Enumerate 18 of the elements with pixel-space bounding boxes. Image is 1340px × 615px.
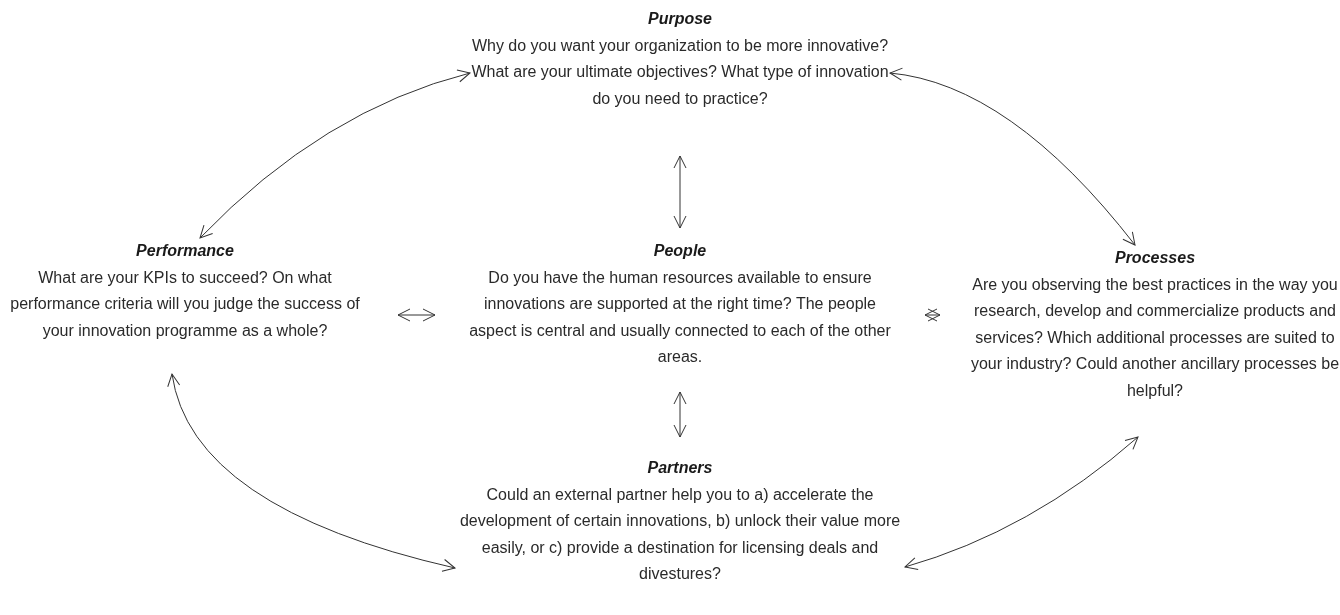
double-arrow: [924, 308, 941, 322]
heading: Processes: [1114, 248, 1196, 268]
question-text: Are you observing the best practices in the way you research, develop and commercialize products and services? Which additional processes are suited to your industry? Could another ancillary processes be helpful?: [970, 274, 1340, 401]
question-text: Do you have the human resources available to ensure innovations are supported at the right time? The people aspect is central and usually connected to each of the other areas.: [468, 267, 892, 367]
double-arrow: [673, 391, 687, 438]
question-text: Why do you want your organization to be more innovative? What are your ultimate objectives? What type of innovation do you need to practice?: [470, 35, 890, 109]
heading: Performance: [136, 241, 234, 261]
double-arrow: [904, 436, 1139, 570]
question-text: Could an external partner help you to a) accelerate the development of certain innovations, b) unlock their value more easily, or c) provide a destination for licensing deals and divestures?: [458, 484, 902, 584]
heading: Partners: [647, 458, 713, 478]
double-arrow: [199, 69, 471, 239]
double-arrow: [168, 373, 456, 572]
double-arrow: [673, 155, 687, 229]
heading: Purpose: [648, 9, 712, 29]
heading: People: [653, 241, 707, 261]
question-text: What are your KPIs to succeed? On what performance criteria will you judge the success of your innovation programme as a whole?: [9, 267, 361, 341]
double-arrow: [889, 68, 1136, 246]
double-arrow: [397, 308, 436, 322]
